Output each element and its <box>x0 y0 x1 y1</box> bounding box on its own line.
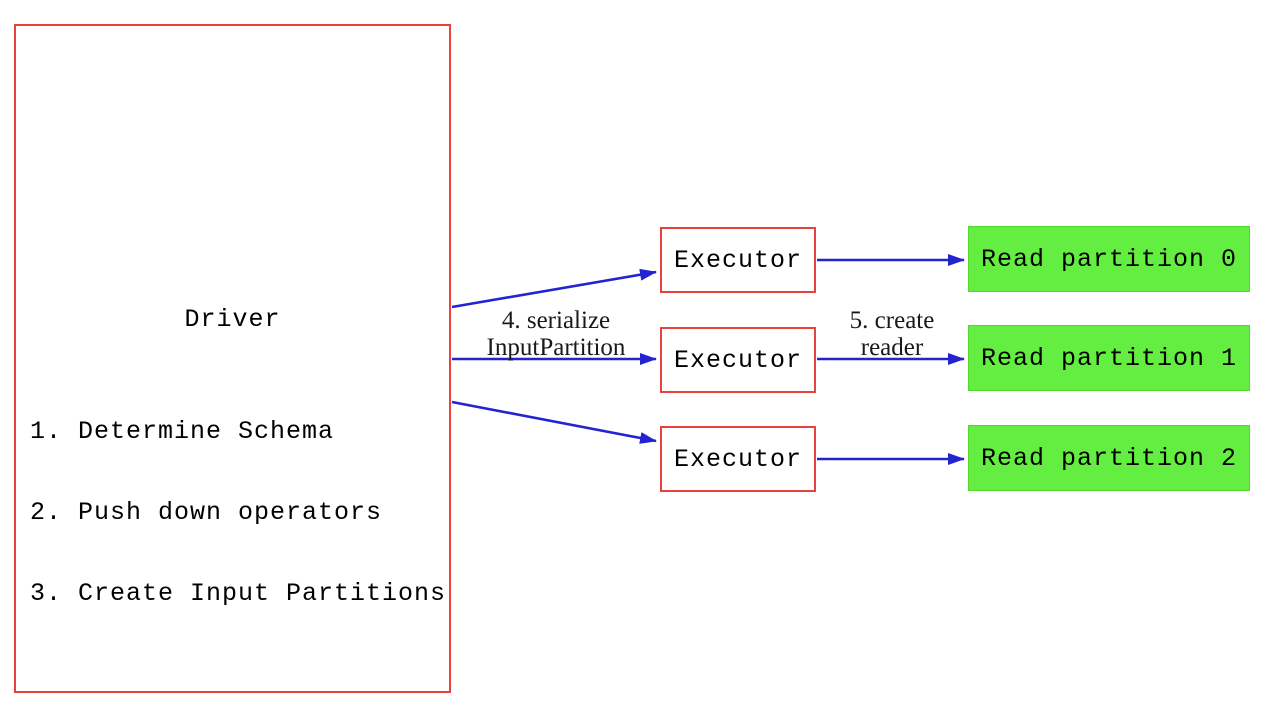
edge-label-create-reader-line2: reader <box>860 334 924 361</box>
edge-label-serialize-line1: 4. serialize <box>501 307 611 334</box>
driver-steps: 1. Determine Schema 2. Push down operato… <box>30 364 446 661</box>
edge-label-serialize: 4. serialize InputPartition <box>446 307 666 361</box>
partition-label: Read partition 1 <box>980 343 1238 373</box>
driver-title: Driver <box>184 305 281 334</box>
partition-box-1: Read partition 1 <box>968 325 1250 391</box>
partition-label: Read partition 0 <box>980 244 1238 274</box>
arrow-driver-to-executor-0 <box>451 268 657 309</box>
arrow-driver-to-executor-2 <box>451 400 657 444</box>
driver-step-3: 3. Create Input Partitions <box>30 579 447 608</box>
executor-label: Executor <box>673 345 803 375</box>
edge-label-create-reader-line1: 5. create <box>849 307 935 334</box>
partition-box-2: Read partition 2 <box>968 425 1250 491</box>
edge-label-create-reader: 5. create reader <box>812 307 972 361</box>
driver-box: Driver 1. Determine Schema 2. Push down … <box>14 24 451 693</box>
edge-label-serialize-line2: InputPartition <box>486 334 626 361</box>
executor-box-2: Executor <box>660 426 816 492</box>
executor-label: Executor <box>673 245 803 275</box>
executor-box-0: Executor <box>660 227 816 293</box>
partition-label: Read partition 2 <box>980 443 1238 473</box>
executor-box-1: Executor <box>660 327 816 393</box>
partition-box-0: Read partition 0 <box>968 226 1250 292</box>
driver-step-2: 2. Push down operators <box>30 498 383 527</box>
executor-label: Executor <box>673 444 803 474</box>
driver-step-1: 1. Determine Schema <box>30 417 335 446</box>
